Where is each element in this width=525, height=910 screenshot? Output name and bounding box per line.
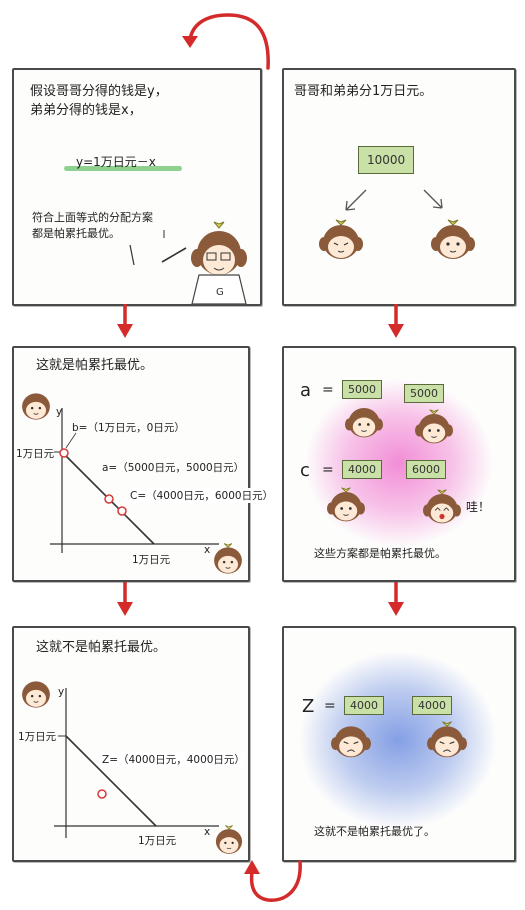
brother-icon-c-left bbox=[327, 487, 365, 522]
teacher-character: G bbox=[129, 221, 247, 304]
point-b-label: b=（1万日元，0日元） bbox=[72, 422, 185, 434]
y-tick-label-2: 1万日元 bbox=[18, 731, 57, 743]
point-c bbox=[117, 506, 127, 516]
younger-brother-icon bbox=[431, 219, 475, 259]
point-c-label: C=（4000日元，6000日元） bbox=[130, 488, 274, 503]
split-arrows bbox=[345, 189, 443, 211]
x-tick-label: 1万日元 bbox=[132, 554, 171, 566]
brother-icon-topleft bbox=[22, 393, 50, 420]
point-b bbox=[59, 448, 69, 458]
z-left-amount: 4000 bbox=[344, 696, 384, 715]
point-a bbox=[104, 494, 114, 504]
equals-c: = bbox=[322, 462, 334, 478]
panel-5: 这就不是帕累托最优。 y x 1万日元 1万日元 Z=（4000日元，4000日… bbox=[12, 626, 250, 862]
panel-4-caption: 这些方案都是帕累托最优。 bbox=[314, 547, 446, 560]
panel-2: 哥哥和弟弟分1万日元。 10000 bbox=[282, 68, 516, 306]
pink-glow bbox=[304, 378, 494, 548]
equation: y=1万日元－x bbox=[76, 155, 156, 169]
y-tick-label: 1万日元 bbox=[16, 448, 55, 460]
pareto-chart-1 bbox=[50, 408, 219, 553]
x-tick-label-2: 1万日元 bbox=[138, 835, 177, 847]
z-right-amount: 4000 bbox=[412, 696, 452, 715]
panel-1-caption: 符合上面等式的分配方案 都是帕累托最优。 bbox=[32, 211, 153, 240]
svg-text:G: G bbox=[216, 287, 224, 298]
a-right-amount: 5000 bbox=[404, 384, 444, 403]
panel-3: 这就是帕累托最优。 y x 1万日元 1万日元 b=（1万日元，0日元） a=（… bbox=[12, 346, 274, 582]
x-axis-label: x bbox=[204, 544, 211, 556]
c-right-amount: 6000 bbox=[406, 460, 446, 479]
y-axis-label-2: y bbox=[58, 686, 65, 698]
panel-3-title: 这就是帕累托最优。 bbox=[36, 358, 154, 373]
brother-icon-a-left bbox=[345, 408, 383, 438]
brother-icon-topleft-2 bbox=[22, 681, 50, 708]
equals-a: = bbox=[322, 382, 334, 398]
a-left-amount: 5000 bbox=[342, 380, 382, 399]
brother-icon-bottomright bbox=[214, 543, 242, 574]
brother-icon-z-left-sad bbox=[331, 726, 371, 758]
brother-icon-a-right bbox=[415, 409, 453, 444]
label-a: a bbox=[300, 380, 312, 401]
label-z: Z bbox=[302, 696, 315, 717]
point-z bbox=[97, 789, 107, 799]
equals-z: = bbox=[324, 698, 336, 714]
point-z-label: Z=（4000日元，4000日元） bbox=[102, 752, 245, 767]
equation-highlight bbox=[64, 166, 182, 171]
older-brother-icon bbox=[319, 219, 363, 259]
pareto-chart-2 bbox=[54, 688, 219, 838]
panel-2-text: 哥哥和弟弟分1万日元。 bbox=[294, 84, 433, 99]
panel-4: a = 5000 5000 c = 4000 6000 哇！ 这些方案都是帕累托… bbox=[282, 346, 516, 582]
amount-10000: 10000 bbox=[358, 146, 415, 174]
brother-icon-bottomright-2 bbox=[215, 825, 243, 854]
y-axis-label: y bbox=[56, 406, 63, 418]
panel-1-text: 假设哥哥分得的钱是y， 弟弟分得的钱是x， bbox=[30, 84, 168, 118]
label-c: c bbox=[300, 460, 310, 481]
panel-6-caption: 这就不是帕累托最优了。 bbox=[314, 825, 435, 838]
c-left-amount: 4000 bbox=[342, 460, 382, 479]
panel-1: 假设哥哥分得的钱是y， 弟弟分得的钱是x， y=1万日元－x 符合上面等式的分配… bbox=[12, 68, 262, 306]
point-a-label: a=（5000日元，5000日元） bbox=[102, 462, 245, 474]
brother-icon-z-right-sad bbox=[427, 721, 467, 758]
panel-5-title: 这就不是帕累托最优。 bbox=[36, 640, 167, 655]
panel-6: Z = 4000 4000 这就不是帕累托最优了。 bbox=[282, 626, 516, 862]
exclaim-text: 哇！ bbox=[466, 500, 491, 514]
x-axis-label-2: x bbox=[204, 826, 211, 838]
brother-icon-c-right-happy bbox=[423, 489, 461, 524]
